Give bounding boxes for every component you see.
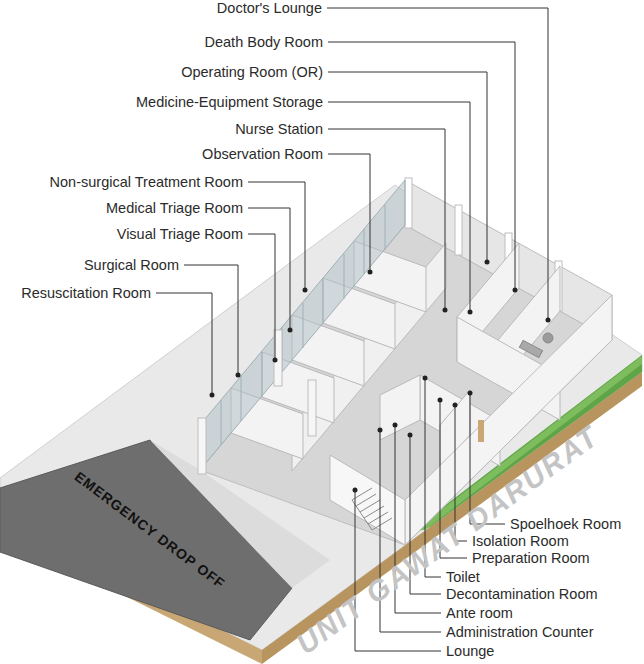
front-wall: [330, 455, 405, 545]
room-label: Observation Room: [202, 145, 323, 163]
exterior-wall: [405, 295, 612, 545]
road-marking: EMERGENCY DROP OFF: [71, 467, 229, 592]
room-label: Lounge: [446, 642, 494, 660]
room-label: Administration Counter: [446, 623, 594, 641]
glass-mullions: [221, 205, 385, 445]
room-label: Medical Triage Room: [106, 199, 243, 217]
room-label: Nurse Station: [235, 120, 323, 138]
room-label: Death Body Room: [205, 33, 323, 51]
door: [478, 420, 484, 442]
room-label: Surgical Room: [84, 256, 179, 274]
room-label: Preparation Room: [472, 549, 590, 567]
leader-dots: [210, 260, 551, 493]
room-label: Decontamination Room: [446, 585, 598, 603]
room-label: Isolation Room: [472, 532, 569, 550]
equipment: [519, 333, 553, 358]
pillars: [198, 330, 316, 474]
room-label: Spoelhoek Room: [510, 515, 621, 533]
room-label: Medicine-Equipment Storage: [136, 93, 323, 111]
glass-wall: [200, 180, 405, 470]
room-label: Non-surgical Treatment Room: [50, 173, 243, 191]
stairs: [352, 488, 392, 530]
room-label: Visual Triage Room: [117, 225, 243, 243]
room-label: Toilet: [446, 568, 480, 586]
room-label: Resuscitation Room: [21, 284, 151, 302]
ground-slab: [0, 185, 642, 650]
room-label: Doctor's Lounge: [217, 0, 322, 17]
room-label: Ante room: [446, 604, 513, 622]
room-label: Operating Room (OR): [181, 63, 323, 81]
